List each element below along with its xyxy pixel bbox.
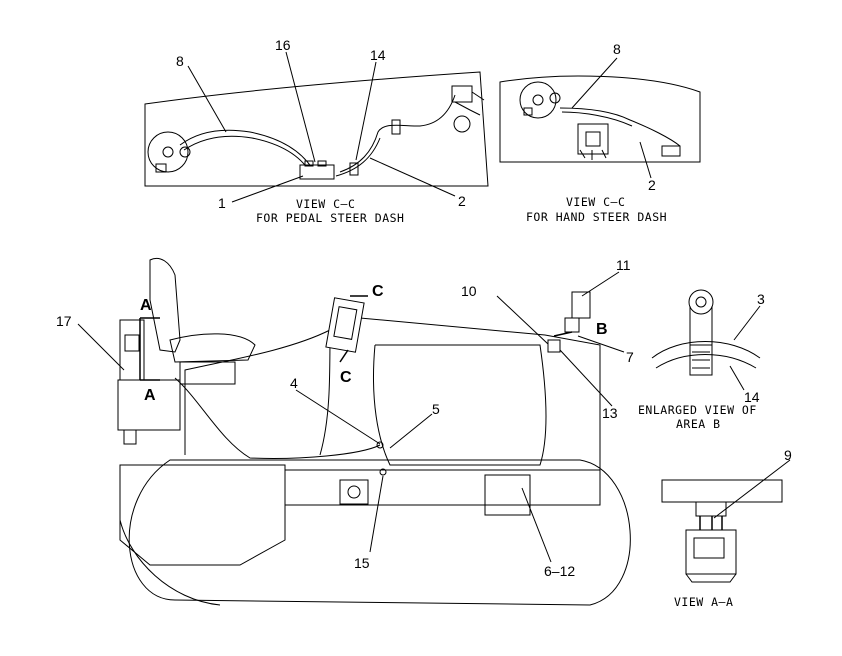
callout-16: 16 (275, 37, 291, 53)
callout-7: 7 (626, 349, 634, 365)
callout-8-right: 8 (613, 41, 621, 57)
callout-14-b: 14 (744, 389, 760, 405)
callout-17: 17 (56, 313, 72, 329)
callout-10: 10 (461, 283, 477, 299)
callout-5: 5 (432, 401, 440, 417)
caption-view-cc-hand-line2: FOR HAND STEER DASH (526, 210, 667, 224)
callout-numbers: 8 16 14 1 2 8 2 11 10 3 17 7 14 4 5 13 9… (56, 37, 792, 579)
caption-enlarged-line1: ENLARGED VIEW OF (638, 403, 757, 417)
section-letters: A A C C B (140, 283, 608, 404)
captions: VIEW C–C FOR PEDAL STEER DASH VIEW C–C F… (256, 195, 757, 609)
section-letter-c-bottom: C (340, 369, 352, 386)
callout-13: 13 (602, 405, 618, 421)
caption-view-cc-pedal-line1: VIEW C–C (296, 197, 355, 211)
section-letter-a-bottom: A (144, 387, 156, 404)
callout-2-left: 2 (458, 193, 466, 209)
caption-view-cc-pedal-line2: FOR PEDAL STEER DASH (256, 211, 404, 225)
callout-11: 11 (616, 257, 631, 273)
callout-6-12: 6–12 (544, 563, 575, 579)
section-arrows (139, 295, 573, 381)
callout-8-left: 8 (176, 53, 184, 69)
leader-lines (77, 51, 791, 563)
callout-3: 3 (757, 291, 765, 307)
callout-15: 15 (354, 555, 370, 571)
callout-14-top: 14 (370, 47, 386, 63)
caption-view-cc-hand-line1: VIEW C–C (566, 195, 625, 209)
section-letter-a-top: A (140, 297, 152, 314)
callout-1: 1 (218, 195, 226, 211)
callout-4: 4 (290, 375, 298, 391)
caption-view-aa: VIEW A–A (674, 595, 733, 609)
main-machine-view (117, 257, 631, 606)
callout-9: 9 (784, 447, 792, 463)
caption-enlarged-line2: AREA B (676, 417, 721, 431)
enlarged-view-area-b (651, 289, 761, 376)
inset-pedal-steer-dash (144, 71, 489, 187)
section-letter-b: B (596, 321, 608, 338)
callout-2-right: 2 (648, 177, 656, 193)
section-letter-c-top: C (372, 283, 384, 300)
view-a-a (661, 479, 783, 583)
inset-hand-steer-dash (499, 75, 701, 163)
